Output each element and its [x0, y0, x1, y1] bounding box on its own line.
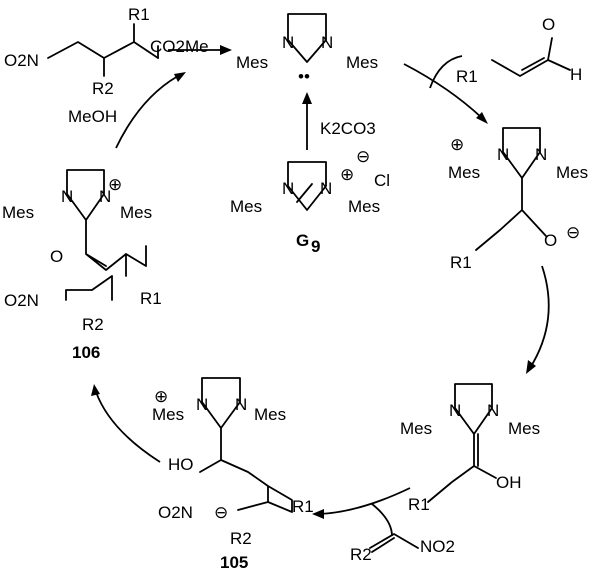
enal-substrate: R1 O H	[456, 15, 582, 86]
g9-counterion: Cl	[374, 171, 390, 190]
svg-text:N: N	[497, 145, 509, 164]
svg-text:N: N	[535, 145, 547, 164]
i106-o2n: O2N	[4, 291, 39, 310]
svg-text:N: N	[487, 401, 499, 420]
i106-o: O	[50, 247, 63, 266]
svg-text:N: N	[196, 395, 208, 414]
svg-text:⊕: ⊕	[108, 175, 122, 194]
i106-label: 106	[72, 343, 100, 362]
methanol-reagent: MeOH	[68, 107, 117, 126]
i105-o2n: O2N	[158, 503, 193, 522]
enal-o: O	[542, 15, 555, 34]
i106-r1: R1	[140, 289, 162, 308]
zwitterion-mes-right: Mes	[556, 163, 588, 182]
zwitterion-mes-left: Mes	[448, 163, 480, 182]
product-nitroester: O2N R1 R2 CO2Me	[4, 5, 209, 98]
svg-text:N: N	[235, 395, 247, 414]
carbene-mes-right: Mes	[346, 53, 378, 72]
precatalyst-g9: ⊕ N N Mes Mes ⊖ Cl G 9	[230, 147, 390, 256]
base-reagent: K2CO3	[320, 119, 376, 138]
nitroalkene-r2: R2	[350, 545, 372, 564]
svg-text:N: N	[449, 401, 461, 420]
svg-text:N: N	[321, 33, 333, 52]
g9-label-sub: 9	[311, 237, 320, 256]
intermediate-106: ⊕ N N Mes Mes O O2N R1 R2 106	[2, 169, 162, 362]
i105-r1: R1	[292, 497, 314, 516]
enal-r1: R1	[456, 67, 478, 86]
svg-text:⊕: ⊕	[154, 387, 168, 406]
product-r1: R1	[128, 5, 150, 24]
i105-mes-right: Mes	[254, 405, 286, 424]
g9-mes-left: Mes	[230, 197, 262, 216]
g9-mes-right: Mes	[348, 197, 380, 216]
breslow-mes-left: Mes	[400, 419, 432, 438]
svg-text:N: N	[61, 187, 73, 206]
carbene-lone-pair: ••	[298, 67, 310, 86]
carbene-mes-left: Mes	[236, 53, 268, 72]
intermediate-105: ⊕ N N Mes Mes HO O2N ⊖ R1 R2 105	[152, 377, 314, 572]
cycle-arrows	[91, 45, 550, 537]
nitroalkene-substrate: R2 NO2	[350, 533, 455, 564]
i105-mes-left: Mes	[152, 405, 184, 424]
svg-text:⊕: ⊕	[340, 165, 354, 184]
svg-text:⊖: ⊖	[214, 503, 228, 522]
i106-mes-right: Mes	[120, 203, 152, 222]
free-carbene: Mes N N Mes ••	[236, 13, 378, 86]
svg-text:⊕: ⊕	[450, 135, 464, 154]
zwitterion-r1: R1	[450, 253, 472, 272]
svg-text:N: N	[99, 187, 111, 206]
i105-r2: R2	[230, 529, 252, 548]
svg-text:N: N	[282, 179, 294, 198]
i106-r2: R2	[82, 315, 104, 334]
i105-label: 105	[220, 553, 248, 572]
alkoxide-intermediate: ⊕ N N Mes Mes O ⊖ R1	[448, 127, 588, 272]
product-o2n: O2N	[4, 51, 39, 70]
product-co2me: CO2Me	[150, 37, 209, 56]
svg-text:N: N	[320, 179, 332, 198]
breslow-mes-right: Mes	[508, 419, 540, 438]
g9-label: G	[296, 231, 309, 250]
svg-text:⊖: ⊖	[356, 147, 370, 166]
i106-mes-left: Mes	[2, 203, 34, 222]
breslow-r1: R1	[408, 495, 430, 514]
product-r2: R2	[92, 79, 114, 98]
svg-text:N: N	[282, 33, 294, 52]
enal-h: H	[570, 65, 582, 84]
i105-ho: HO	[168, 455, 194, 474]
zwitterion-o: O	[544, 231, 557, 250]
breslow-intermediate: N N Mes Mes OH R1	[400, 383, 540, 514]
svg-text:⊖: ⊖	[566, 223, 580, 242]
breslow-oh: OH	[496, 473, 522, 492]
nitroalkene-no2: NO2	[420, 537, 455, 556]
